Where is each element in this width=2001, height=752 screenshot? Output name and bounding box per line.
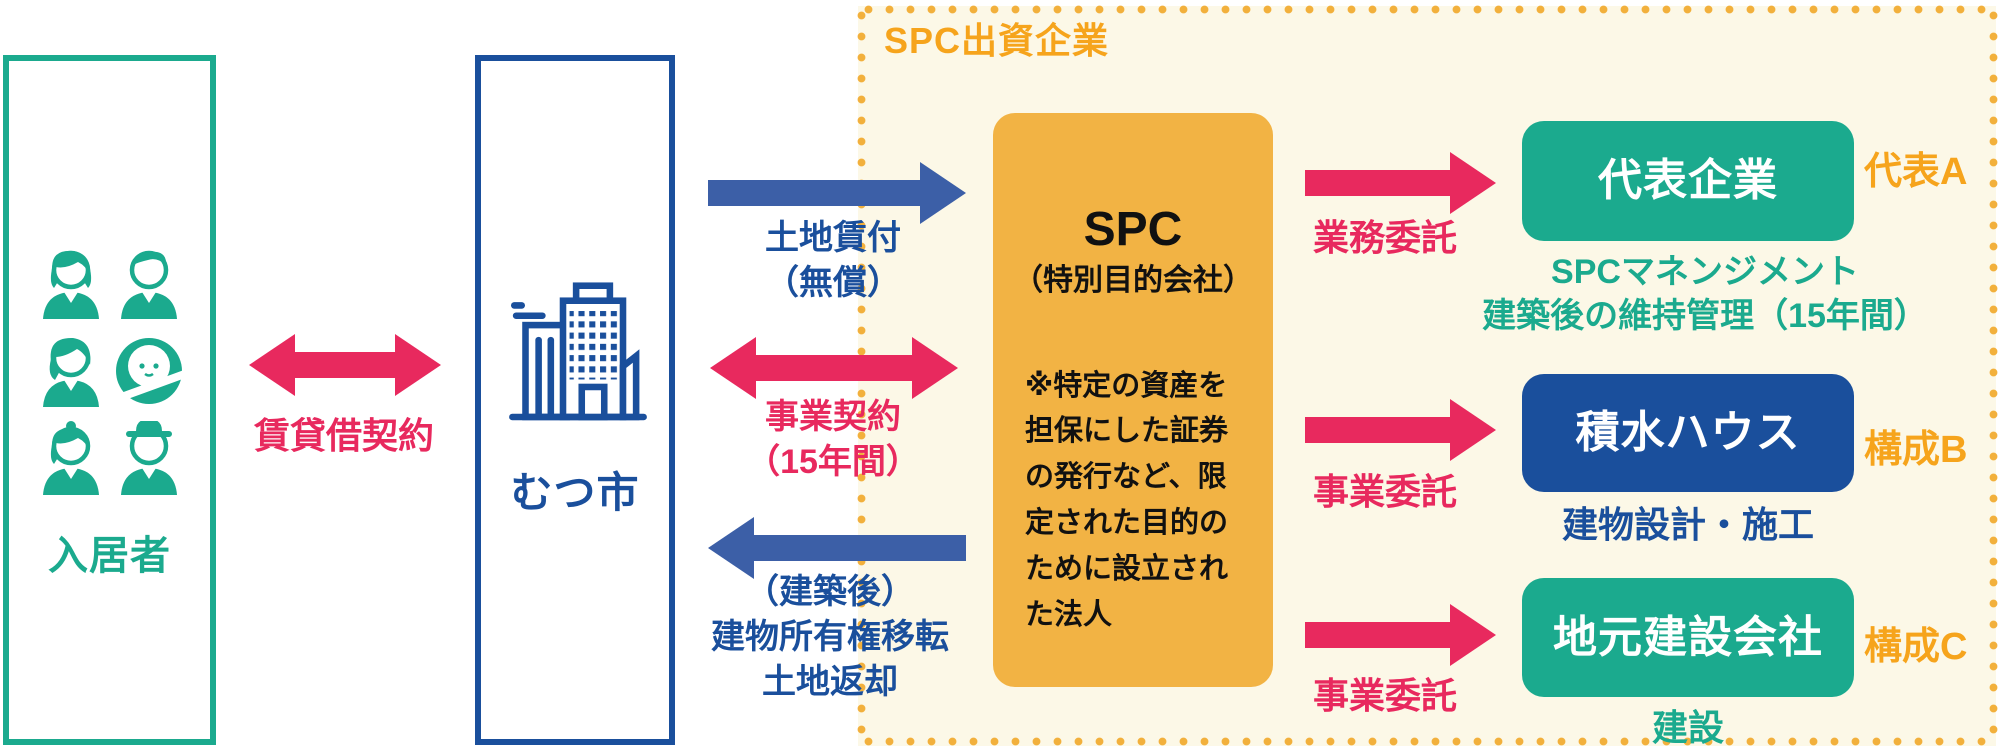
representative-company-tag: 代表A [1864, 151, 1968, 193]
land-lease-label-line1: 土地賃付 [765, 219, 901, 257]
city-hall-building-icon [509, 282, 647, 421]
jigyo-itaku-label-2: 事業委託 [1312, 675, 1457, 716]
representative-company-name: 代表企業 [1598, 156, 1778, 205]
ownership-transfer-label-line1: （建築後） [745, 573, 915, 611]
jigyo-itaku-arrow-2 [1305, 604, 1496, 666]
baby-icon [113, 336, 185, 407]
spc-subtitle: （特別目的会社） [1013, 263, 1253, 297]
spc-note: ※特定の資産を担保にした証券の発行など、限定された目的のために設立された法人 [1025, 369, 1229, 631]
gyomu-itaku-label: 業務委託 [1312, 217, 1457, 258]
grandma-icon [35, 421, 107, 495]
jigyo-itaku-label-1: 事業委託 [1312, 471, 1457, 512]
woman-icon [35, 245, 107, 319]
spc-box: SPC （特別目的会社） ※特定の資産を担保にした証券の発行など、限定された目的… [993, 113, 1273, 687]
land-lease-arrow-label: 土地賃付 （無償） [708, 216, 958, 306]
business-contract-arrow [710, 337, 958, 399]
spc-area-title: SPC出資企業 [884, 20, 1110, 61]
spc-area-border-bottom [858, 737, 1996, 746]
land-lease-label-line2: （無償） [765, 263, 901, 302]
ownership-transfer-label-line2: 建物所有権移転 [711, 617, 949, 656]
city-box: むつ市 [475, 55, 675, 745]
ownership-transfer-label-line3: 土地返却 [762, 662, 898, 701]
land-lease-arrow [708, 162, 966, 224]
residents-label: 入居者 [48, 534, 171, 578]
grandpa-icon [113, 421, 185, 495]
residents-people-icons [35, 245, 187, 497]
lease-arrow [249, 334, 441, 396]
city-label: むつ市 [510, 469, 640, 516]
local-construction-desc: 建設 [1651, 707, 1724, 748]
business-contract-label-line2: （15年間） [746, 442, 920, 481]
lease-arrow-label: 賃貸借契約 [253, 415, 434, 456]
ownership-transfer-label: （建築後） 建物所有権移転 土地返却 [705, 570, 955, 705]
spc-area-border-top [858, 5, 1996, 14]
sekisui-house-desc: 建物設計・施工 [1561, 504, 1814, 545]
sekisui-house-tag: 構成B [1864, 429, 1968, 471]
representative-desc-line2: 建築後の維持管理（15年間） [1482, 297, 1928, 336]
representative-company-box: 代表企業 [1522, 121, 1854, 241]
residents-box: 入居者 [3, 55, 216, 745]
jigyo-itaku-arrow-1 [1305, 399, 1496, 461]
business-contract-label-line1: 事業契約 [765, 398, 901, 436]
mother-icon [35, 333, 107, 407]
sekisui-house-box: 積水ハウス [1522, 374, 1854, 492]
gyomu-itaku-arrow [1305, 152, 1496, 214]
ownership-transfer-arrow [708, 517, 966, 579]
representative-company-desc: SPCマネンジメント 建築後の維持管理（15年間） [1455, 250, 1955, 338]
man-icon [113, 245, 185, 319]
local-construction-box: 地元建設会社 [1522, 578, 1854, 697]
spc-area-border-right [1989, 5, 1998, 746]
sekisui-house-name: 積水ハウス [1575, 408, 1801, 457]
local-construction-name: 地元建設会社 [1553, 613, 1823, 662]
representative-desc-line1: SPCマネンジメント [1551, 253, 1859, 291]
spc-title: SPC [1083, 203, 1183, 256]
business-contract-label: 事業契約 （15年間） [708, 395, 958, 485]
local-construction-tag: 構成C [1864, 626, 1968, 668]
